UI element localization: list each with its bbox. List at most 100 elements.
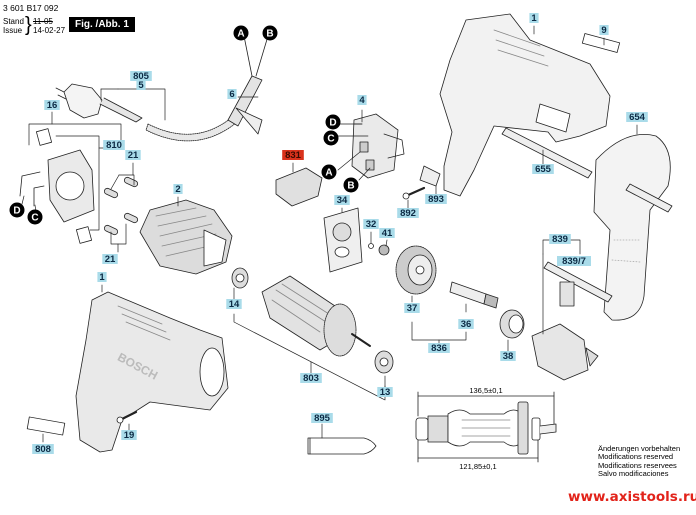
bearing-plate	[323, 207, 390, 273]
connector-marker-b: B	[343, 177, 359, 193]
connector-marker-a: A	[233, 25, 249, 41]
part-label-text: 14	[229, 299, 240, 310]
part-label-text: 839/7	[562, 256, 586, 267]
part-label-38[interactable]: 38	[500, 351, 516, 362]
housing-half-inner	[439, 13, 621, 197]
part-label-bg	[599, 25, 609, 35]
part-label-1[interactable]: 1	[529, 13, 539, 24]
depth-rod	[501, 127, 593, 179]
nameplate	[26, 416, 66, 436]
connector-circle	[9, 202, 25, 218]
modifications-notice: Änderungen vorbehalten Modifications res…	[598, 444, 681, 478]
connector-marker-d: D	[325, 114, 341, 130]
part-label-text: 37	[407, 303, 418, 314]
part-label-9[interactable]: 9	[599, 25, 609, 36]
part-label-655[interactable]: 655	[532, 164, 554, 175]
note-de: Änderungen vorbehalten	[598, 444, 681, 453]
connector-circle	[343, 177, 359, 193]
gear	[395, 245, 437, 295]
part-label-893[interactable]: 893	[425, 194, 447, 205]
part-label-bg	[529, 13, 539, 23]
note-es: Salvo modificaciones	[598, 468, 669, 478]
part-label-text: 1	[99, 272, 105, 283]
connector-circle	[233, 25, 249, 41]
part-label-839-7[interactable]: 839/7	[557, 256, 591, 267]
part-label-34[interactable]: 34	[334, 195, 350, 206]
part-label-892[interactable]: 892	[397, 208, 419, 219]
part-label-bg	[226, 299, 242, 309]
armature-dimension-drawing	[415, 391, 557, 463]
part-label-803[interactable]: 803	[300, 373, 322, 384]
part-label-839[interactable]: 839	[549, 234, 571, 245]
part-label-bg	[130, 71, 152, 81]
part-label-text: 2	[175, 184, 180, 195]
part-label-text: 21	[105, 254, 116, 265]
part-label-6[interactable]: 6	[227, 89, 237, 100]
part-label-805[interactable]: 805	[130, 71, 152, 82]
part-label-41[interactable]: 41	[379, 228, 395, 239]
armature	[231, 267, 394, 374]
part-label-text: 805	[133, 71, 150, 82]
drill-chuck	[531, 323, 599, 381]
revision-dates: 11-05 14-02-27	[33, 17, 65, 35]
part-label-21[interactable]: 21	[102, 254, 118, 265]
note-fr: Modifications reservees	[598, 460, 677, 470]
part-label-13[interactable]: 13	[377, 387, 393, 398]
cable-guard	[227, 35, 269, 135]
part-label-bg	[532, 164, 554, 174]
connector-letter: D	[13, 206, 20, 217]
part-label-text: 810	[106, 140, 122, 151]
connector-circle	[262, 25, 278, 41]
connector-circle	[27, 209, 43, 225]
part-label-bg	[428, 343, 450, 353]
part-label-text: 21	[128, 150, 139, 161]
part-label-2[interactable]: 2	[173, 184, 183, 195]
core-dimension: 121,85±0,1	[459, 462, 496, 471]
part-label-bg	[103, 140, 125, 150]
part-label-bg	[102, 254, 118, 264]
part-label-bg	[557, 256, 591, 266]
part-label-19[interactable]: 19	[121, 430, 137, 441]
part-label-895[interactable]: 895	[311, 413, 333, 424]
stand-label: Stand	[3, 17, 24, 26]
part-label-text: 38	[503, 351, 514, 362]
part-label-836[interactable]: 836	[428, 343, 450, 354]
part-label-36[interactable]: 36	[458, 319, 474, 330]
part-label-654[interactable]: 654	[626, 112, 648, 123]
part-label-text: 13	[380, 387, 391, 398]
part-label-text: 839	[552, 234, 568, 245]
part-label-810[interactable]: 810	[103, 140, 125, 151]
part-label-4[interactable]: 4	[357, 95, 367, 106]
part-label-831[interactable]: 831	[282, 150, 304, 161]
part-label-text: 6	[229, 89, 234, 100]
old-date: 11-05	[33, 17, 53, 26]
switch	[351, 113, 405, 179]
part-label-bg	[300, 373, 322, 383]
auxiliary-handle	[593, 134, 673, 321]
part-label-1[interactable]: 1	[97, 272, 107, 283]
spindle	[449, 281, 499, 309]
part-label-bg	[549, 234, 571, 244]
part-label-16[interactable]: 16	[44, 100, 60, 111]
power-cord-plug	[55, 83, 247, 142]
part-label-32[interactable]: 32	[363, 219, 379, 230]
part-label-bg	[404, 303, 420, 313]
part-label-text: 895	[314, 413, 331, 424]
part-label-14[interactable]: 14	[226, 299, 242, 310]
part-label-bg	[458, 319, 474, 329]
watermark-url[interactable]: www.axistools.ru	[568, 489, 696, 505]
connector-letter: B	[347, 181, 354, 192]
overall-dimension: 136,5±0,1	[469, 386, 502, 395]
part-label-5[interactable]: 5	[136, 80, 146, 91]
part-label-text: 16	[47, 100, 58, 111]
part-label-21[interactable]: 21	[125, 150, 141, 161]
part-label-808[interactable]: 808	[32, 444, 54, 455]
brush-holder	[19, 128, 95, 244]
figure-badge: Fig. /Abb. 1	[69, 17, 135, 32]
part-label-bg	[500, 351, 516, 361]
part-label-37[interactable]: 37	[404, 303, 420, 314]
connector-circle	[325, 114, 341, 130]
brace: }	[25, 14, 32, 36]
part-label-bg	[626, 112, 648, 122]
